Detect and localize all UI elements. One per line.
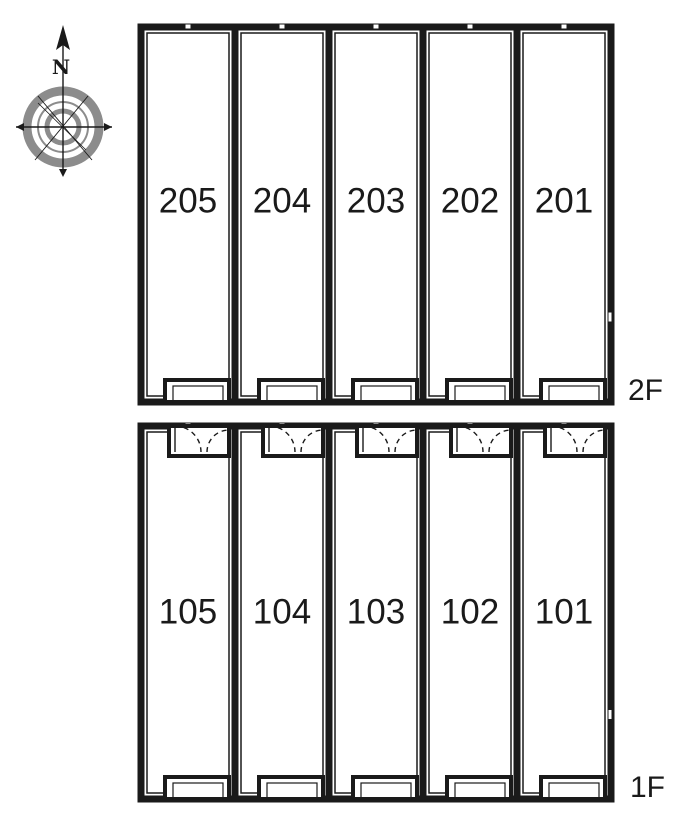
unit-wall — [137, 422, 239, 803]
entry-inner-line — [548, 782, 600, 800]
room-number-label: 103 — [347, 592, 405, 631]
entrance-notch — [167, 424, 231, 458]
window-tick — [372, 23, 380, 30]
unit-101: 101 — [513, 422, 615, 803]
room-number-label: 102 — [441, 592, 499, 631]
room-number-label: 204 — [253, 181, 311, 220]
compass-north-label: N — [52, 55, 70, 79]
unit-201: 201 — [513, 23, 615, 406]
floor-1f: 105 104 103 102 101 1F — [137, 422, 665, 804]
unit-204: 204 — [231, 23, 333, 406]
unit-wall — [513, 23, 615, 406]
unit-105: 105 — [137, 422, 239, 803]
entry-area — [539, 378, 607, 404]
door-swing-arc — [550, 425, 578, 453]
room-number-label: 205 — [159, 181, 217, 220]
unit-103: 103 — [325, 422, 427, 803]
entry-inner-line — [454, 385, 506, 403]
unit-203: 203 — [325, 23, 427, 406]
room-number-label: 203 — [347, 181, 405, 220]
room-number-label: 101 — [535, 592, 593, 631]
window-tick — [560, 23, 568, 30]
window-tick — [184, 23, 192, 30]
entry-area — [163, 775, 231, 801]
room-number-label: 105 — [159, 592, 217, 631]
side-window-tick — [607, 311, 613, 323]
compass-rose-icon: N — [16, 25, 112, 177]
door-swing-arc — [174, 425, 202, 453]
unit-202: 202 — [419, 23, 521, 406]
floor-label: 2F — [628, 374, 663, 407]
entrance-notch — [543, 424, 607, 458]
entry-area — [539, 775, 607, 801]
door-swing-arc — [488, 429, 512, 453]
room-number-label: 104 — [253, 592, 311, 631]
entry-inner-line — [172, 385, 224, 403]
entry-area — [351, 378, 419, 404]
entry-inner-line — [266, 782, 318, 800]
unit-102: 102 — [419, 422, 521, 803]
door-swing-arc — [268, 425, 296, 453]
entry-inner-line — [266, 385, 318, 403]
room-number-label: 202 — [441, 181, 499, 220]
entry-area — [351, 775, 419, 801]
entry-inner-line — [548, 385, 600, 403]
window-tick — [278, 23, 286, 30]
floor-label: 1F — [630, 771, 665, 804]
entrance-notch — [261, 424, 325, 458]
entry-area — [163, 378, 231, 404]
unit-205: 205 — [137, 23, 239, 406]
door-swing-arc — [206, 429, 230, 453]
entry-inner-line — [360, 782, 412, 800]
room-number-label: 201 — [535, 181, 593, 220]
entry-area — [445, 378, 513, 404]
entry-area — [257, 378, 325, 404]
door-swing-arc — [300, 429, 324, 453]
door-swing-arc — [362, 425, 390, 453]
floor-2f: 205 204 203 202 201 2F — [137, 23, 663, 407]
entry-inner-line — [172, 782, 224, 800]
unit-104: 104 — [231, 422, 333, 803]
door-swing-arc — [582, 429, 606, 453]
entry-area — [445, 775, 513, 801]
unit-wall — [325, 422, 427, 803]
entry-inner-line — [454, 782, 506, 800]
unit-wall — [325, 23, 427, 406]
north-arrow-icon — [56, 25, 70, 50]
window-tick — [466, 23, 474, 30]
door-swing-arc — [456, 425, 484, 453]
door-swing-arc — [394, 429, 418, 453]
side-window-tick — [607, 708, 613, 720]
entry-area — [257, 775, 325, 801]
entry-inner-line — [360, 385, 412, 403]
